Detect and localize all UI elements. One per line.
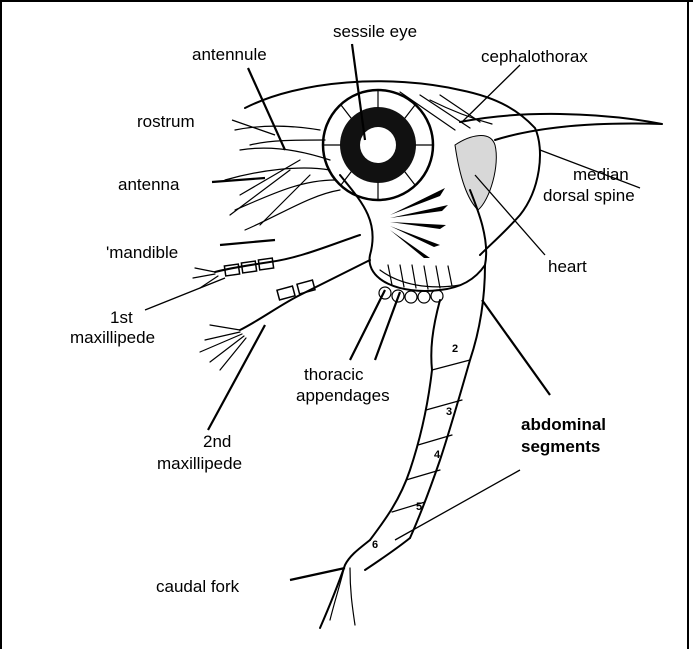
leader-first-maxillipede [145,278,225,310]
label-median: median [573,165,629,184]
tail-left [320,540,370,628]
leader-abdominal [482,300,550,395]
carapace-lines [430,100,492,124]
label-heart: heart [548,257,587,276]
label-dorsal-spine: dorsal spine [543,186,635,205]
abdomen [320,265,485,628]
leader-antenna [212,178,265,182]
leader-rostrum [232,120,275,135]
segment-number-4: 4 [434,449,441,461]
specimen-drawing [193,81,662,628]
label-first-maxillipede-2: maxillipede [70,328,155,347]
label-abdominal-1: abdominal [521,415,606,434]
leader-cephalothorax [462,65,520,122]
label-mandible: 'mandible [106,243,178,262]
label-first-maxillipede-1: 1st [110,308,133,327]
leader-caudal-fork [290,568,345,580]
label-thoracic-2: appendages [296,386,390,405]
first-maxillipede [193,235,360,288]
label-antenna: antenna [118,175,180,194]
label-cephalothorax: cephalothorax [481,47,588,66]
label-antennule: antennule [192,45,267,64]
leader-thoracic [350,290,400,360]
label-abdominal-2: segments [521,437,600,456]
label-caudal-fork: caudal fork [156,577,240,596]
segment-number-5: 5 [416,501,422,513]
label-thoracic-1: thoracic [304,365,364,384]
heart-region [455,136,496,210]
segment-number-3: 3 [446,406,452,418]
leader-second-maxillipede [208,325,265,430]
label-rostrum: rostrum [137,112,195,131]
eye-highlight [360,127,396,163]
segment-number-2: 2 [452,343,458,355]
abdomen-dorsal [410,265,485,538]
dorsal-spine-shape [460,114,662,140]
segment-number-6: 6 [372,539,378,551]
mandible-fan [390,188,448,258]
leader-mandible [220,240,275,245]
label-second-maxillipede-2: maxillipede [157,454,242,473]
abdomen-ventral [370,300,440,540]
label-sessile-eye: sessile eye [333,22,417,41]
carapace-hatching [400,92,480,130]
leader-antennule [248,68,285,150]
label-second-maxillipede-1: 2nd [203,432,231,451]
